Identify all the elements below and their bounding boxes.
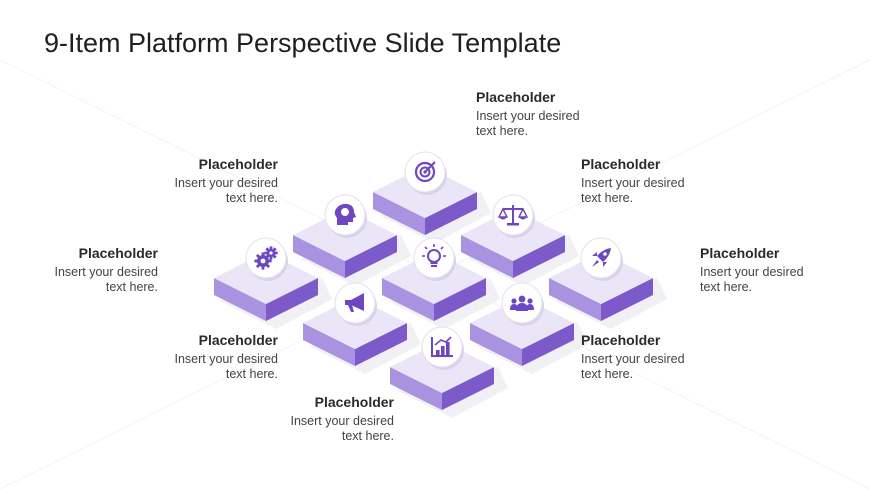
label-heading: Placeholder bbox=[78, 245, 158, 261]
brain-head-icon bbox=[334, 203, 356, 225]
platform-right-face bbox=[513, 235, 565, 278]
label-heading: Placeholder bbox=[198, 332, 278, 348]
megaphone-icon bbox=[345, 293, 364, 312]
platform bbox=[303, 282, 421, 374]
platform-left-face bbox=[293, 235, 345, 278]
label-heading: Placeholder bbox=[581, 156, 661, 172]
platform-right-face bbox=[442, 367, 494, 410]
platform-left-face bbox=[382, 278, 434, 321]
label-body: Insert your desired text here. bbox=[581, 352, 685, 381]
platform-right-face bbox=[266, 278, 318, 321]
platform bbox=[214, 237, 332, 329]
label-body: Insert your desired text here. bbox=[54, 265, 158, 294]
gears-icon bbox=[254, 246, 278, 270]
platform-right-face bbox=[345, 235, 397, 278]
label-rocket: Placeholder Insert your desired text her… bbox=[700, 245, 850, 295]
platform bbox=[293, 194, 411, 286]
label-body: Insert your desired text here. bbox=[700, 265, 804, 294]
platform bbox=[390, 326, 508, 418]
platform-left-face bbox=[470, 323, 522, 366]
platform-left-face bbox=[390, 367, 442, 410]
scales-icon bbox=[497, 205, 529, 226]
rocket-icon bbox=[592, 248, 611, 267]
platform-right-face bbox=[601, 278, 653, 321]
platform-left-face bbox=[549, 278, 601, 321]
label-body: Insert your desired text here. bbox=[290, 414, 394, 443]
target-icon bbox=[414, 161, 436, 183]
platform-right-face bbox=[434, 278, 486, 321]
label-team: Placeholder Insert your desired text her… bbox=[581, 332, 731, 382]
platform-left-face bbox=[214, 278, 266, 321]
platform bbox=[373, 151, 491, 243]
label-heading: Placeholder bbox=[700, 245, 780, 261]
label-scales: Placeholder Insert your desired text her… bbox=[581, 156, 731, 206]
label-brain: Placeholder Insert your desired text her… bbox=[128, 156, 278, 206]
slide-title: 9-Item Platform Perspective Slide Templa… bbox=[44, 28, 562, 58]
label-body: Insert your desired text here. bbox=[174, 176, 278, 205]
label-body: Insert your desired text here. bbox=[476, 109, 580, 138]
label-body: Insert your desired text here. bbox=[581, 176, 685, 205]
platform-right-face bbox=[522, 323, 574, 366]
label-heading: Placeholder bbox=[581, 332, 661, 348]
platform-left-face bbox=[303, 323, 355, 366]
icon-circle bbox=[413, 237, 455, 279]
platform-right-face bbox=[425, 192, 477, 235]
platform-left-face bbox=[461, 235, 513, 278]
platform bbox=[461, 194, 579, 286]
label-heading: Placeholder bbox=[314, 394, 394, 410]
platform-right-face bbox=[355, 323, 407, 366]
team-icon bbox=[510, 295, 534, 311]
label-heading: Placeholder bbox=[476, 89, 556, 105]
label-body: Insert your desired text here. bbox=[174, 352, 278, 381]
bar-chart-icon bbox=[431, 336, 453, 357]
platform bbox=[470, 282, 588, 374]
label-gears: Placeholder Insert your desired text her… bbox=[8, 245, 158, 295]
label-heading: Placeholder bbox=[198, 156, 278, 172]
lightbulb-icon bbox=[422, 244, 446, 267]
label-megaphone: Placeholder Insert your desired text her… bbox=[128, 332, 278, 382]
platform bbox=[549, 237, 667, 329]
platform-left-face bbox=[373, 192, 425, 235]
label-target: Placeholder Insert your desired text her… bbox=[476, 89, 626, 139]
label-bar-chart: Placeholder Insert your desired text her… bbox=[244, 394, 394, 444]
platform bbox=[382, 237, 500, 329]
